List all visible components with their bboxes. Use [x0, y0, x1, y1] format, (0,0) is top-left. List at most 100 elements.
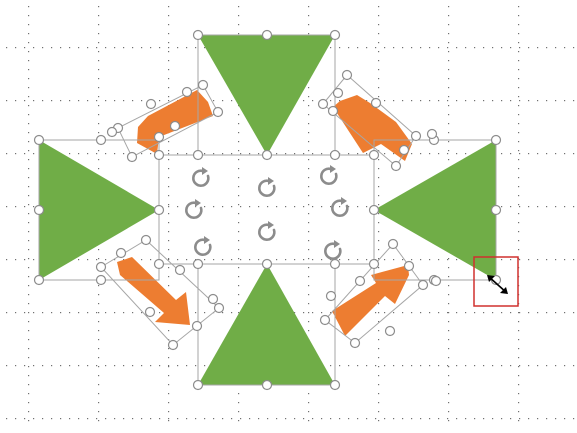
grid-dot — [448, 24, 450, 26]
resize-handle — [167, 339, 179, 351]
grid-dot — [98, 357, 100, 359]
grid-dot — [285, 206, 287, 208]
grid-dot — [366, 206, 368, 208]
rotate-handle-icon[interactable] — [258, 221, 276, 241]
grid-dot — [6, 259, 8, 261]
grid-dot — [238, 150, 240, 152]
grid-dot — [308, 312, 310, 314]
resize-handle — [368, 258, 380, 270]
rotate-handle-icon[interactable] — [324, 240, 342, 260]
grid-dot — [98, 420, 100, 422]
grid-dot — [28, 303, 30, 305]
grid-dot — [519, 365, 521, 367]
grid-dot — [28, 195, 30, 197]
grid-dot — [159, 312, 161, 314]
grid-dot — [168, 24, 170, 26]
cursor-highlight-box — [473, 256, 519, 307]
grid-dot — [492, 47, 494, 49]
resize-handle — [368, 204, 380, 216]
grid-dot — [15, 153, 17, 155]
resize-handle — [197, 79, 209, 91]
grid-dot — [518, 393, 520, 395]
rotate-handle-icon[interactable] — [258, 177, 276, 197]
grid-dot — [168, 411, 170, 413]
grid-dot — [15, 100, 17, 102]
grid-dot — [186, 259, 188, 261]
grid-dot — [42, 100, 44, 102]
grid-dot — [98, 159, 100, 161]
rotation-handles[interactable] — [185, 165, 349, 260]
grid-dot — [177, 365, 179, 367]
grid-dot — [98, 411, 100, 413]
grid-dot — [378, 402, 380, 404]
resize-handles[interactable] — [33, 29, 502, 391]
grid-dot — [28, 69, 30, 71]
grid-dot — [378, 258, 380, 260]
grid-dot — [321, 259, 323, 261]
grid-dot — [33, 259, 35, 261]
grid-dot — [132, 47, 134, 49]
grid-dot — [308, 321, 310, 323]
grid-dot — [555, 365, 557, 367]
grid-dot — [195, 365, 197, 367]
arrow-lower-right[interactable] — [332, 265, 409, 336]
rotate-handle-icon[interactable] — [194, 236, 212, 256]
grid-dot — [420, 259, 422, 261]
arrow-lower-left[interactable] — [117, 257, 190, 325]
grid-dot — [448, 105, 450, 107]
grid-dot — [518, 33, 520, 35]
grid-dot — [348, 365, 350, 367]
grid-dot — [378, 204, 380, 206]
grid-dot — [168, 222, 170, 224]
grid-dot — [238, 402, 240, 404]
grid-dot — [357, 418, 359, 420]
grid-dot — [448, 375, 450, 377]
grid-dot — [378, 321, 380, 323]
grid-dot — [42, 365, 44, 367]
grid-dot — [15, 47, 17, 49]
grid-dot — [448, 69, 450, 71]
grid-dot — [186, 418, 188, 420]
grid-dot — [378, 96, 380, 98]
grid-dot — [492, 100, 494, 102]
resize-handle — [126, 151, 138, 163]
grid-dot — [518, 60, 520, 62]
grid-dot — [28, 105, 30, 107]
grid-dot — [28, 285, 30, 287]
grid-dot — [448, 285, 450, 287]
grid-dot — [448, 357, 450, 359]
grid-dot — [105, 47, 107, 49]
grid-dot — [308, 87, 310, 89]
grid-dot — [114, 418, 116, 420]
resize-handle — [325, 290, 337, 302]
rotate-handle-icon[interactable] — [185, 199, 203, 219]
triangle-top[interactable] — [198, 35, 335, 155]
grid-dot — [98, 366, 100, 368]
triangle-right[interactable] — [374, 140, 496, 280]
grid-dot — [231, 206, 233, 208]
grid-dot — [420, 100, 422, 102]
grid-dot — [258, 418, 260, 420]
grid-dot — [28, 267, 30, 269]
grid-dot — [87, 312, 89, 314]
grid-dot — [98, 96, 100, 98]
grid-dot — [168, 259, 170, 261]
grid-dot — [69, 47, 71, 49]
grid-dot — [384, 418, 386, 420]
grid-dot — [96, 312, 98, 314]
rotate-handle-icon[interactable] — [192, 167, 210, 187]
grid-dot — [518, 312, 520, 314]
triangle-left[interactable] — [39, 140, 159, 280]
rotate-handle-icon[interactable] — [320, 165, 338, 185]
grid-dot — [28, 177, 30, 179]
grid-dot — [308, 159, 310, 161]
triangle-bottom[interactable] — [198, 264, 335, 385]
grid-dot — [15, 418, 17, 420]
rotate-handle-icon[interactable] — [331, 197, 349, 217]
grid-dot — [28, 375, 30, 377]
grid-dot — [168, 384, 170, 386]
arrow-upper-right[interactable] — [333, 95, 412, 161]
grid-dot — [98, 294, 100, 296]
